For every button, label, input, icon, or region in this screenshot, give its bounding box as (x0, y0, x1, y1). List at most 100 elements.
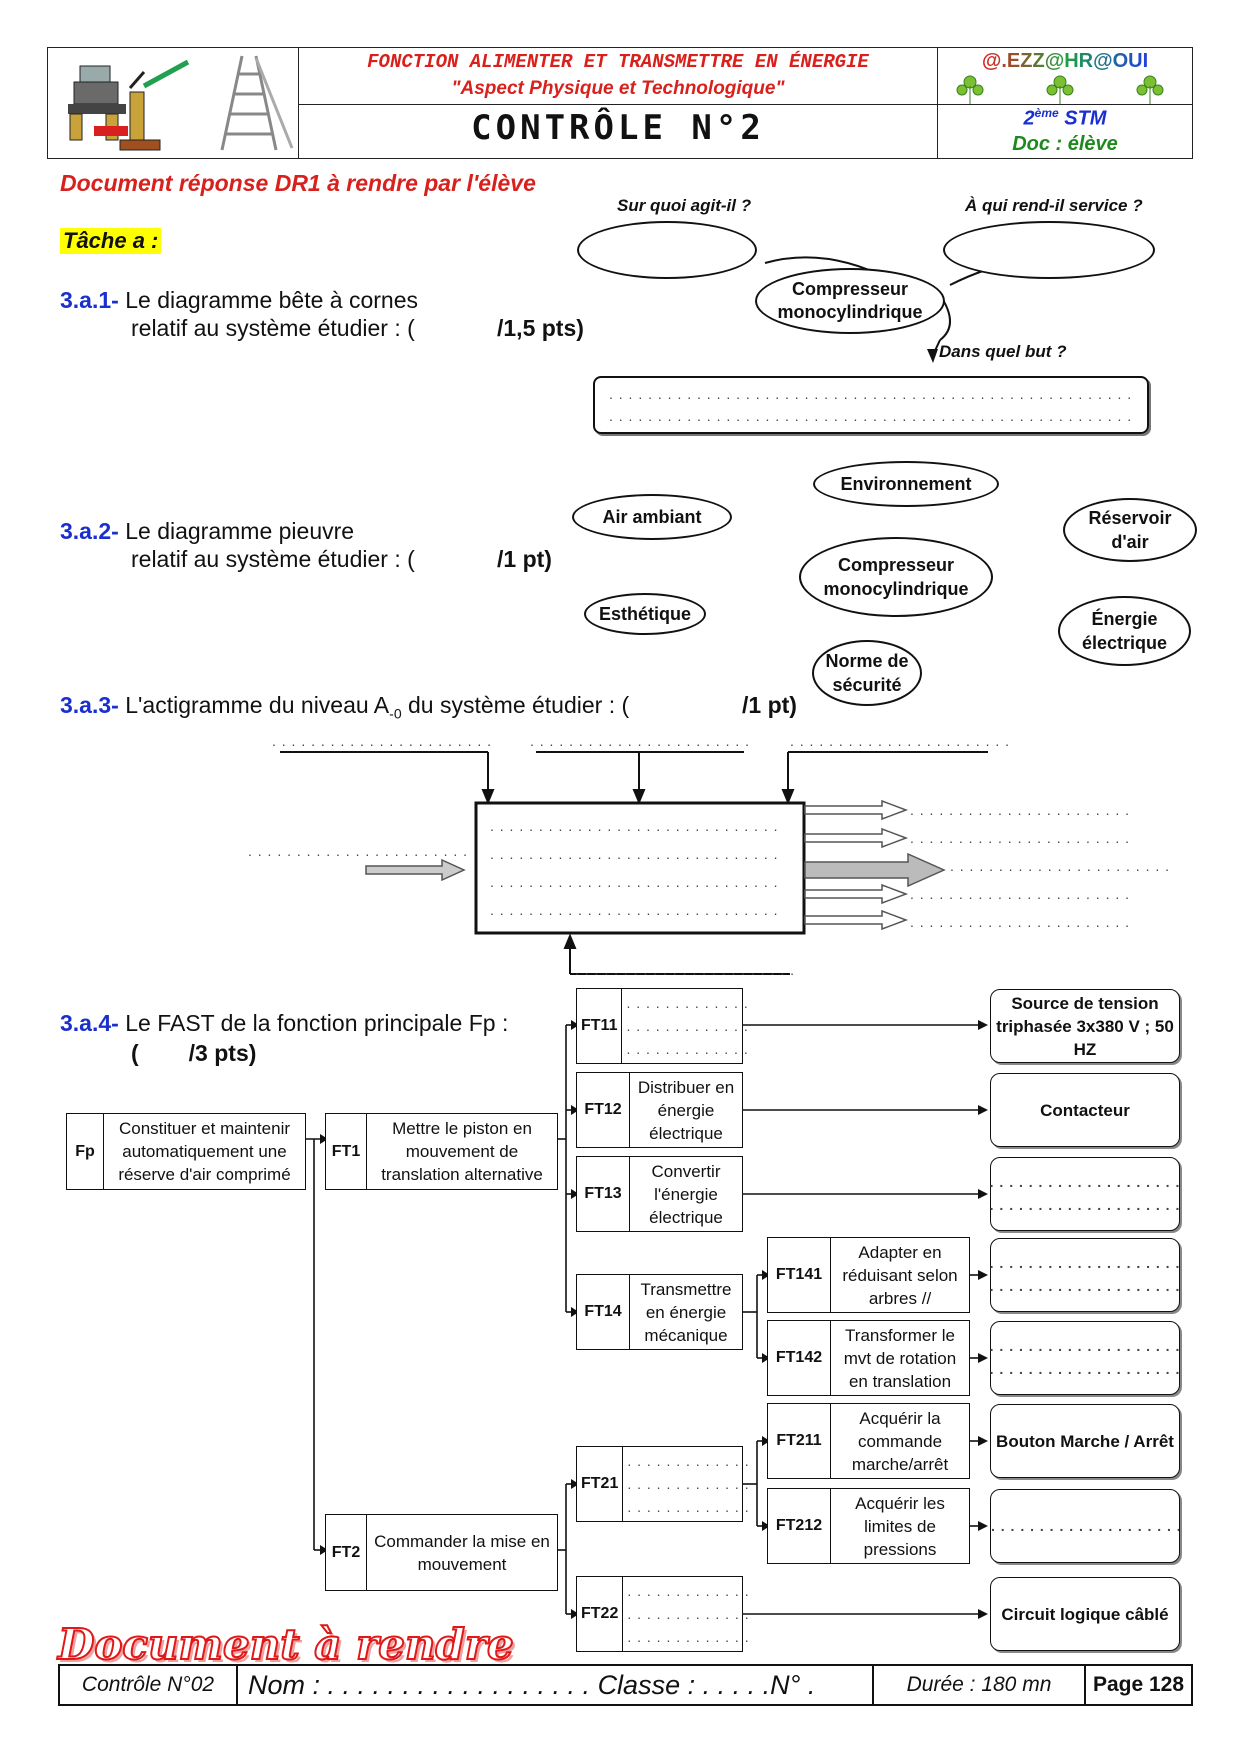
q3-line: 3.a.3- L'actigramme du niveau A-0 du sys… (60, 692, 630, 722)
acti-control-dots-2: . . . . . . . . . . . . . . . . . . . . … (530, 733, 748, 749)
footer-controle: Contrôle N°02 (60, 1666, 238, 1704)
header-title: FONCTION ALIMENTER ET TRANSMETTRE EN ÉNE… (367, 51, 869, 73)
fast-ft141-box: FT141 Adapter en réduisant selon arbres … (767, 1237, 970, 1313)
ft141-label: FT141 (768, 1238, 831, 1312)
but-answer-box: . . . . . . . . . . . . . . . . . . . . … (593, 376, 1149, 434)
acti-out-dots-2: . . . . . . . . . . . . . . . . . . . . … (910, 830, 1130, 846)
system-illustration (68, 55, 294, 151)
acti-input-dots: . . . . . . . . . . . . . . . . . . . . … (248, 843, 466, 859)
but-dots-1: . . . . . . . . . . . . . . . . . . . . … (609, 386, 1135, 402)
ft22-answer: . . . . . . . . . . . . .. . . . . . . .… (627, 1582, 750, 1645)
actigramme-drawing (280, 751, 988, 975)
fast-ft11-box: FT11 . . . . . . . . . . . . .. . . . . … (576, 988, 748, 1064)
ft1-label: FT1 (326, 1114, 367, 1189)
acti-control-dots-1: . . . . . . . . . . . . . . . . . . . . … (272, 733, 490, 749)
fast-fp-box: Fp Constituer et maintenir automatiqueme… (66, 1113, 306, 1190)
ft212-text: Acquérir les limites de pressions (855, 1493, 945, 1559)
ft212-label: FT212 (768, 1489, 831, 1563)
ft21-answer: . . . . . . . . . . . . .. . . . . . . .… (627, 1452, 750, 1515)
pieuvre-air-ambiant: Air ambiant (572, 494, 732, 540)
pieuvre-esthetique: Esthétique (584, 593, 706, 635)
ft142-text: Transformer le mvt de rotation en transl… (843, 1325, 957, 1391)
pieuvre-norme: Norme de sécurité (812, 640, 922, 706)
bete-q-but: Dans quel but ? (939, 342, 1067, 361)
acti-out-dots-1: . . . . . . . . . . . . . . . . . . . . … (910, 802, 1130, 818)
ft2-text: Commander la mise en mouvement (374, 1531, 550, 1574)
ft11-label: FT11 (577, 989, 623, 1063)
ft11-answer: . . . . . . . . . . . . .. . . . . . . .… (626, 994, 749, 1057)
solution-ft13: . . . . . . . . . . . . . . . . . . . ..… (990, 1157, 1180, 1231)
footer-duree: Durée : 180 mn (874, 1666, 1086, 1704)
solution-ft211: Bouton Marche / Arrêt (990, 1404, 1180, 1478)
ft211-label: FT211 (768, 1404, 831, 1478)
fp-text: Constituer et maintenir automatiquement … (118, 1119, 291, 1184)
q2-points: /1 pt) (497, 546, 552, 572)
bete-q-right: À qui rend-il service ? (965, 196, 1143, 215)
ft12-label: FT12 (577, 1073, 630, 1147)
acti-box-dots-2: . . . . . . . . . . . . . . . . . . . . … (490, 846, 779, 862)
pieuvre-environnement: Environnement (813, 461, 999, 507)
q4-line2: (/3 pts) (131, 1040, 257, 1066)
fast-ft12-box: FT12 Distribuer en énergie électrique (576, 1072, 743, 1148)
solution-ft22: Circuit logique câblé (990, 1577, 1180, 1651)
controle-title: CONTRÔLE N°2 (471, 108, 765, 148)
fast-ft22-box: FT22 . . . . . . . . . . . . .. . . . . … (576, 1576, 749, 1652)
bete-q-left: Sur quoi agit-il ? (617, 196, 752, 215)
ft2-label: FT2 (326, 1515, 367, 1590)
fast-ft21-box: FT21 . . . . . . . . . . . . .. . . . . … (576, 1446, 749, 1522)
acti-out-dots-4: . . . . . . . . . . . . . . . . . . . . … (910, 886, 1130, 902)
ft13-text: Convertir l'énergie électrique (649, 1161, 723, 1227)
ft211-text: Acquérir la commande marche/arrêt (851, 1408, 949, 1474)
bete-ellipse-right (943, 221, 1155, 279)
ft141-text: Adapter en réduisant selon arbres // (842, 1242, 958, 1308)
acti-out-dots-3: . . . . . . . . . . . . . . . . . . . . … (950, 858, 1170, 874)
doc-label: Doc : élève (1012, 133, 1118, 155)
q3-points: /1 pt) (742, 692, 797, 718)
acti-box-dots-4: . . . . . . . . . . . . . . . . . . . . … (490, 902, 779, 918)
ft13-label: FT13 (577, 1157, 630, 1231)
footer-name-field[interactable]: Nom : . . . . . . . . . . . . . . . . . … (238, 1666, 874, 1704)
author-text: @.EZZ@HR@OUI (981, 50, 1149, 72)
acti-box-dots-1: . . . . . . . . . . . . . . . . . . . . … (490, 818, 779, 834)
ft21-label: FT21 (577, 1447, 624, 1521)
footer-bar: Contrôle N°02 Nom : . . . . . . . . . . … (58, 1664, 1193, 1706)
q2-line2: relatif au système étudier : ( (131, 546, 415, 572)
footer-page: Page 128 (1092, 1673, 1185, 1696)
ft1-text: Mettre le piston en mouvement de transla… (381, 1119, 543, 1184)
fast-ft13-box: FT13 Convertir l'énergie électrique (576, 1156, 743, 1232)
author-signature: @.EZZ@HR@OUI (940, 50, 1190, 73)
ft14-text: Transmettre en énergie mécanique (640, 1279, 732, 1345)
acti-box-dots-3: . . . . . . . . . . . . . . . . . . . . … (490, 874, 779, 890)
solution-ft12: Contacteur (990, 1073, 1180, 1147)
q1-line2: relatif au système étudier : ( (131, 315, 415, 341)
ft142-label: FT142 (768, 1321, 831, 1395)
ft12-text: Distribuer en énergie électrique (637, 1077, 735, 1143)
fp-label: Fp (67, 1114, 104, 1189)
q4-line1: 3.a.4- Le FAST de la fonction principale… (60, 1010, 509, 1036)
class-label: 2ème STM (1023, 106, 1107, 130)
fast-ft1-box: FT1 Mettre le piston en mouvement de tra… (325, 1113, 558, 1190)
header-subtitle: "Aspect Physique et Technologique" (451, 78, 785, 99)
solution-ft212: . . . . . . . . . . . . . . . . . . . . (990, 1489, 1180, 1563)
task-label: Tâche a : (60, 228, 162, 254)
bete-center-ellipse: Compresseur monocylindrique (755, 268, 945, 334)
but-dots-2: . . . . . . . . . . . . . . . . . . . . … (609, 408, 1135, 424)
acti-control-dots-3: . . . . . . . . . . . . . . . . . . . . … (790, 733, 1008, 749)
ft14-label: FT14 (577, 1275, 630, 1349)
pieuvre-compresseur: Compresseur monocylindrique (799, 537, 993, 617)
header-frame (47, 47, 1193, 159)
solution-ft11: Source de tension triphasée 3x380 V ; 50… (990, 989, 1180, 1063)
fast-ft211-box: FT211 Acquérir la commande marche/arrêt (767, 1403, 970, 1479)
doc-title: Document réponse DR1 à rendre par l'élèv… (60, 170, 536, 196)
q1-line1: 3.a.1- Le diagramme bête à cornes (60, 287, 418, 313)
solution-ft142: . . . . . . . . . . . . . . . . . . . ..… (990, 1321, 1180, 1395)
document-a-rendre-stamp: Document à rendre (57, 1619, 515, 1670)
acti-support-dots: . . . . . . . . . . . . . . . . . . . . … (575, 962, 793, 978)
flower-icon (956, 75, 1164, 104)
ft22-label: FT22 (577, 1577, 624, 1651)
fast-ft212-box: FT212 Acquérir les limites de pressions (767, 1488, 970, 1564)
fast-ft2-box: FT2 Commander la mise en mouvement (325, 1514, 558, 1591)
acti-out-dots-5: . . . . . . . . . . . . . . . . . . . . … (910, 914, 1130, 930)
q1-points: /1,5 pts) (497, 315, 584, 341)
